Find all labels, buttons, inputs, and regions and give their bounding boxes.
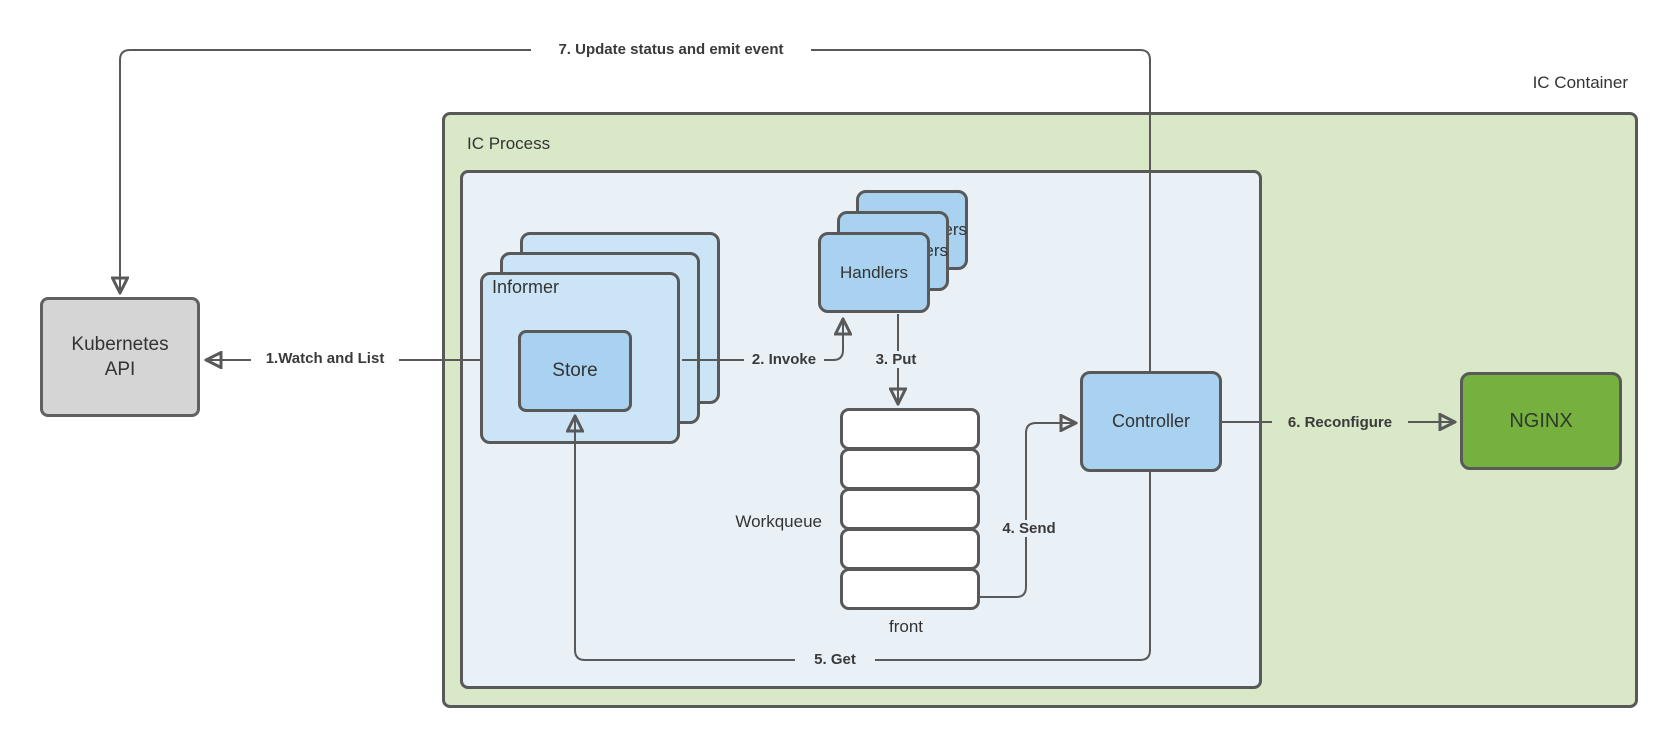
store-node: Store	[518, 330, 632, 412]
workqueue-cell-5	[840, 568, 980, 610]
workqueue-front-label: front	[888, 617, 924, 636]
nginx-label: NGINX	[1509, 409, 1573, 432]
handlers-label: Handlers	[839, 262, 909, 282]
workqueue-cell-4	[840, 528, 980, 570]
edge-reconfigure-label: 6. Reconfigure	[1272, 414, 1408, 431]
kubernetes-api-label-line1: Kubernetes	[71, 334, 169, 355]
kubernetes-api-label-line2: API	[104, 359, 136, 380]
workqueue-cell-3	[840, 488, 980, 530]
workqueue-label: Workqueue	[735, 512, 822, 531]
informer-label: Informer	[492, 277, 560, 297]
kubernetes-api-node: Kubernetes API	[40, 297, 200, 417]
edge-invoke-label: 2. Invoke	[744, 351, 824, 368]
edge-update-status-label: 7. Update status and emit event	[531, 41, 811, 58]
store-label: Store	[552, 360, 598, 381]
edge-watch-and-list-label: 1.Watch and List	[251, 350, 399, 367]
controller-label: Controller	[1111, 411, 1191, 431]
workqueue-cell-2	[840, 448, 980, 490]
controller-node: Controller	[1080, 371, 1222, 472]
nginx-node: NGINX	[1460, 372, 1622, 470]
handlers-node: Handlers	[818, 232, 930, 313]
ic-container-label: IC Container	[1532, 73, 1628, 92]
edge-get-label: 5. Get	[795, 651, 875, 668]
edge-send-label: 4. Send	[984, 520, 1074, 537]
edge-put-label: 3. Put	[856, 351, 936, 368]
workqueue-cell-1	[840, 408, 980, 450]
ic-process-label: IC Process	[467, 134, 551, 153]
